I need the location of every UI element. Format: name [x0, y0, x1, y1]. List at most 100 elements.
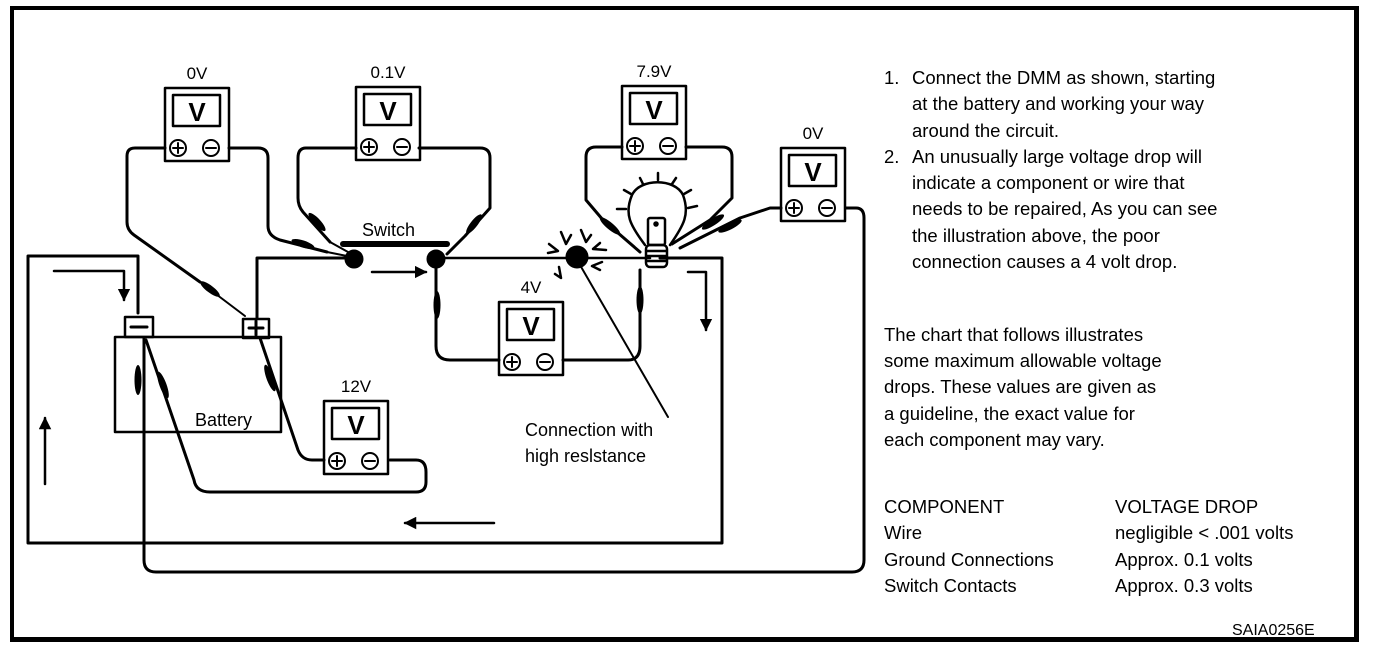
high-resistance-connection-icon [546, 228, 669, 418]
meter-reading: 0.1V [370, 63, 406, 82]
battery-label: Battery [195, 410, 253, 430]
table-row: Switch Contacts Approx. 0.3 volts [884, 573, 1293, 599]
figure-frame [10, 6, 1359, 642]
negative-jack-icon [361, 452, 379, 470]
table-cell-voltage-drop: negligible < .001 volts [1115, 522, 1294, 544]
battery-icon [113, 315, 283, 434]
test-probe-icon [134, 365, 142, 395]
chart-intro-paragraph: The chart that follows illustrates some m… [884, 322, 1244, 453]
switch-label: Switch [362, 220, 416, 240]
paragraph-line: each component may vary. [884, 428, 1105, 450]
paragraph-line: a guideline, the exact value for [884, 402, 1135, 424]
meter-display-text: V [645, 95, 663, 125]
column-header-voltage-drop: VOLTAGE DROP [1115, 496, 1259, 517]
meter-display-text: V [347, 410, 365, 440]
negative-jack-icon [659, 137, 677, 155]
positive-jack-icon [169, 139, 187, 157]
instruction-line: around the circuit. [912, 119, 1060, 141]
instruction-line: connection causes a 4 volt drop. [912, 251, 1178, 273]
ground-wire-return [136, 256, 724, 545]
connection-callout-line2: high reslstance [525, 446, 647, 466]
battery-positive-terminal [241, 317, 271, 340]
positive-jack-icon [626, 137, 644, 155]
negative-jack-icon [818, 199, 836, 217]
ground-wire-left [26, 254, 140, 545]
positive-wire [255, 256, 356, 320]
positive-jack-icon [503, 353, 521, 371]
instruction-line: Connect the DMM as shown, starting [912, 67, 1216, 88]
meter-display [787, 153, 838, 188]
negative-jack-icon [393, 138, 411, 156]
meter-reading: 7.9V [636, 62, 672, 81]
light-bulb-icon [615, 171, 699, 269]
instruction-number: 2. [884, 145, 900, 167]
meter-reading: 12V [340, 377, 372, 396]
ground-return-meter: V [779, 146, 847, 223]
meter-display [171, 93, 222, 128]
table-cell-voltage-drop: Approx. 0.1 volts [1115, 548, 1253, 570]
table-row: Wire negligible < .001 volts [884, 520, 1293, 546]
meter-reading: 4V [520, 278, 542, 297]
instruction-number: 1. [884, 67, 900, 88]
meter-leads [125, 145, 866, 574]
test-probe-icon [636, 286, 644, 314]
table-cell-voltage-drop: Approx. 0.3 volts [1115, 575, 1253, 597]
table-row: Ground Connections Approx. 0.1 volts [884, 547, 1293, 573]
test-probe-icon [291, 239, 315, 249]
current-flow-arrow-icon [686, 270, 713, 332]
instruction-line: needs to be repaired, As you can see [912, 198, 1218, 220]
column-header-component: COMPONENT [884, 496, 1005, 517]
meter-display [628, 91, 679, 126]
switch-meter: V [354, 85, 422, 162]
light-rays [615, 171, 699, 211]
meter-reading: 0V [186, 64, 208, 83]
callout-leader-line [579, 264, 669, 418]
current-flow-arrow-icon [52, 269, 131, 302]
table-cell-component: Switch Contacts [884, 575, 1017, 597]
meter-display-text: V [188, 97, 206, 127]
table-cell-component: Ground Connections [884, 548, 1054, 570]
figure-reference-code: SAIA0256E [1232, 622, 1315, 639]
negative-jack-icon [202, 139, 220, 157]
table-header-row: COMPONENT VOLTAGE DROP [884, 494, 1293, 520]
meter-display [362, 92, 413, 127]
meter-display-text: V [804, 157, 822, 187]
connection-callout-line1: Connection with [525, 420, 654, 440]
test-probe-icon [264, 364, 276, 392]
switch-icon [340, 241, 450, 269]
instruction-item: 2. An unusually large voltage drop will in… [884, 144, 1217, 275]
positive-jack-icon [785, 199, 803, 217]
meter-reading: 0V [802, 124, 824, 143]
meter-display-text: V [522, 311, 540, 341]
test-probe-icon [701, 214, 725, 230]
test-probe-icon [599, 217, 621, 235]
connection-meter: V [497, 300, 565, 377]
instruction-line: the illustration above, the poor [912, 224, 1160, 246]
battery-negative-terminal [123, 315, 155, 339]
paragraph-line: some maximum allowable voltage [884, 350, 1162, 372]
test-probe-icon [466, 214, 482, 234]
battery-meter: V [322, 399, 390, 476]
meter-display [330, 406, 381, 441]
voltage-drop-table: COMPONENT VOLTAGE DROP Wire negligible <… [884, 494, 1293, 600]
instruction-line: indicate a component or wire that [912, 172, 1185, 194]
meter-display-text: V [379, 96, 397, 126]
circuit-wiring [26, 254, 724, 545]
paragraph-line: The chart that follows illustrates [884, 324, 1144, 345]
test-probe-icon [200, 281, 220, 297]
test-probe-icon [433, 291, 441, 319]
meter-display [505, 307, 556, 342]
table-cell-component: Wire [884, 522, 923, 544]
battery-ground-meter: V [163, 86, 231, 163]
test-probe-icons [134, 212, 742, 399]
bulb-meter: V [620, 84, 688, 161]
positive-jack-icon [360, 138, 378, 156]
positive-jack-icon [328, 452, 346, 470]
test-probe-icon [718, 219, 742, 233]
test-probe-icon [157, 371, 169, 399]
instruction-line: An unusually large voltage drop will [912, 145, 1203, 167]
paragraph-line: drops. These values are given as [884, 376, 1157, 398]
negative-jack-icon [536, 353, 554, 371]
